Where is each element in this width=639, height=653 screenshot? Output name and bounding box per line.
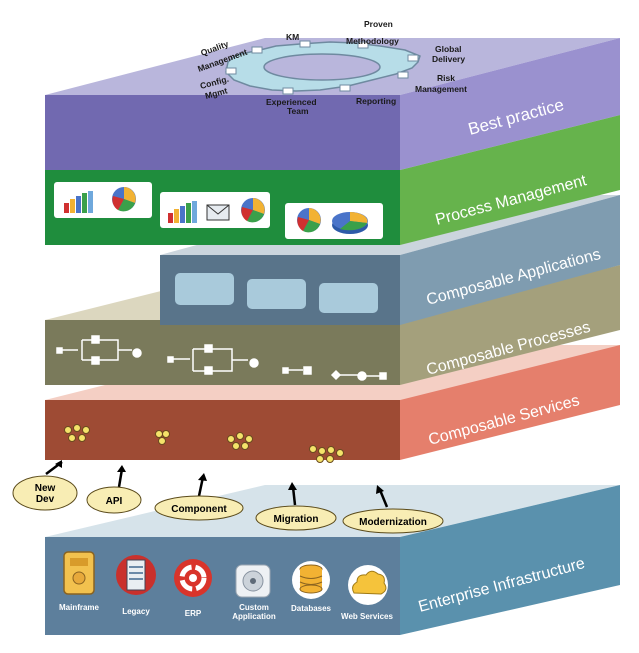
label-risk-management: Management: [415, 84, 467, 94]
mainframe-icon-dial: [72, 571, 86, 585]
layer-best-practice: Best practice KM Proven Methodology Glob…: [45, 19, 620, 170]
label-experienced: Experienced: [266, 97, 317, 107]
label-global: Global: [435, 44, 461, 54]
erp-label: ERP: [185, 609, 202, 618]
application-block: [247, 279, 306, 309]
mainframe-icon-slot: [70, 558, 88, 566]
dashboard-panel: [54, 182, 152, 218]
layer-side-face: [400, 485, 620, 635]
databases-label: Databases: [291, 604, 332, 613]
label-reporting: Reporting: [356, 96, 396, 106]
dashboard-panel: [285, 203, 383, 239]
dashboard-panel: [160, 192, 270, 228]
layer-side-face: [400, 115, 620, 245]
layer-top-face: [45, 485, 620, 537]
callout-api-label: API: [106, 496, 123, 507]
label-methodology: Methodology: [346, 36, 399, 46]
layer-side-face: [400, 345, 620, 460]
callout-component[interactable]: Component: [154, 473, 244, 521]
custom-application-label-1: Custom: [239, 603, 269, 612]
layer-front-face: [45, 95, 400, 170]
label-delivery: Delivery: [432, 54, 465, 64]
pie-chart-icon: [241, 198, 265, 223]
callout-modernization[interactable]: Modernization: [342, 485, 444, 534]
label-team: Team: [287, 106, 309, 116]
infrastructure-items: Mainframe Legacy ERP Custom Application: [59, 551, 393, 621]
pie-chart-icon: [297, 208, 321, 233]
custom-application-item[interactable]: Custom Application: [232, 564, 276, 621]
callouts: New Dev API Component Migration Moderniz…: [12, 460, 444, 534]
databases-item[interactable]: Databases: [291, 561, 332, 613]
process-flow-glyphs: [56, 335, 387, 381]
best-practice-gear-ring: [225, 40, 421, 95]
callout-migration-label: Migration: [274, 514, 319, 525]
callout-migration[interactable]: Migration: [255, 482, 337, 531]
service-dot-cluster: [64, 424, 344, 463]
layer-side-face: [400, 265, 620, 385]
bar-chart-icon: [64, 191, 93, 213]
web-services-label: Web Services: [341, 612, 393, 621]
application-block: [319, 283, 378, 313]
bar-chart-icon: [168, 201, 197, 223]
callout-new-dev-line2: Dev: [36, 494, 55, 505]
application-block: [175, 273, 234, 305]
legacy-label: Legacy: [122, 607, 150, 616]
callout-modernization-label: Modernization: [359, 517, 427, 528]
layer-side-face: [400, 195, 620, 325]
callout-component-label: Component: [171, 504, 227, 515]
callout-new-dev[interactable]: New Dev: [12, 460, 78, 511]
custom-application-label-2: Application: [232, 612, 276, 621]
erp-item[interactable]: ERP: [174, 559, 212, 618]
label-proven: Proven: [364, 19, 393, 29]
callout-new-dev-line1: New: [35, 483, 56, 494]
pie-3d-chart-icon: [332, 212, 368, 234]
label-km: KM: [286, 32, 299, 42]
layer-side-face: [400, 38, 620, 170]
callout-api[interactable]: API: [86, 465, 142, 514]
server-icon-tower: [126, 559, 146, 591]
layer-front-face: [45, 400, 400, 460]
mainframe-item[interactable]: Mainframe: [59, 551, 100, 612]
web-services-item[interactable]: Web Services: [341, 565, 393, 621]
pie-chart-icon: [112, 187, 136, 212]
legacy-item[interactable]: Legacy: [116, 555, 156, 616]
envelope-icon: [206, 204, 230, 221]
label-risk: Risk: [437, 73, 455, 83]
mainframe-label: Mainframe: [59, 603, 100, 612]
